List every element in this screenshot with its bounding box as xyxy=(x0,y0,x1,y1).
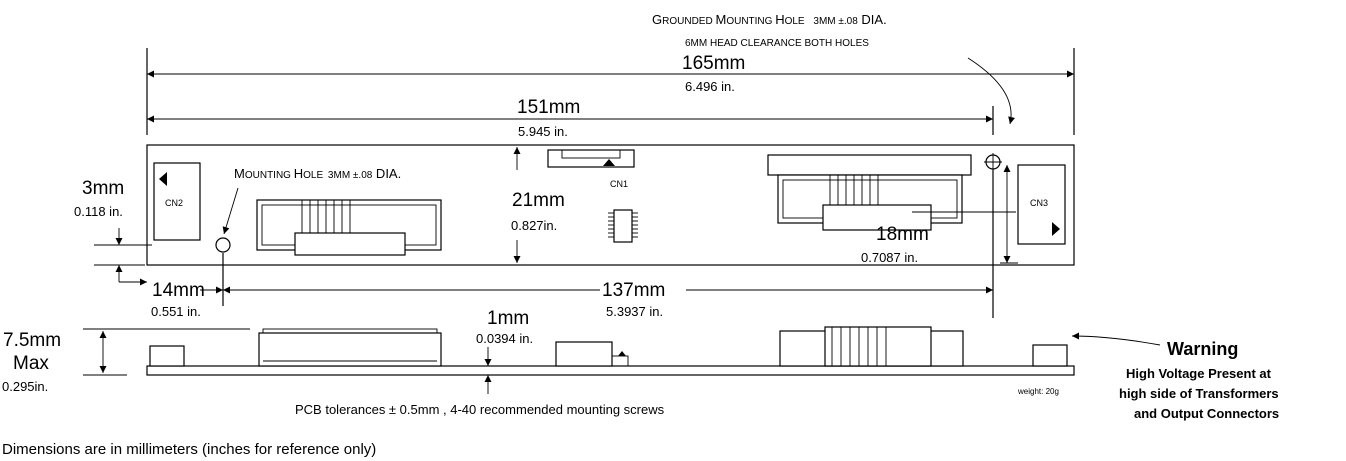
dim-137-mm: 137mm xyxy=(602,280,665,301)
grounded-mounting-hole-icon xyxy=(984,153,1002,171)
mounting-hole-left-icon xyxy=(215,237,231,253)
dim-1-in: 0.0394 in. xyxy=(476,331,533,346)
cn3-side xyxy=(1032,344,1068,367)
dim-151-in: 5.945 in. xyxy=(518,124,568,139)
cn3-label: CN3 xyxy=(1030,198,1048,208)
dim-3-mm: 3mm xyxy=(82,178,124,199)
dim-3-in: 0.118 in. xyxy=(74,204,123,219)
weight-note: weight: 20g xyxy=(1017,387,1059,396)
cn2-label: CN2 xyxy=(165,198,183,208)
dim-151 xyxy=(147,96,994,135)
dim-18 xyxy=(912,165,1018,264)
dim-3 xyxy=(94,228,152,286)
pcb-side-view xyxy=(146,365,1075,376)
tolerances-note: PCB tolerances ± 0.5mm , 4-40 recommende… xyxy=(295,402,665,417)
dim-18-in: 0.7087 in. xyxy=(861,250,918,265)
dim-21-mm: 21mm xyxy=(512,190,565,211)
head-clearance-note: 6MM HEAD CLEARANCE BOTH HOLES xyxy=(685,38,869,49)
units-note: Dimensions are in millimeters (inches fo… xyxy=(2,441,376,458)
transformer-left-top xyxy=(256,199,442,256)
cn2-side xyxy=(149,345,185,367)
transformer-left-side xyxy=(258,328,442,367)
warning-leader xyxy=(1071,332,1161,346)
dim-165-in: 6.496 in. xyxy=(685,79,735,94)
dim-14-137 xyxy=(200,170,994,318)
warning-title: Warning xyxy=(1167,339,1238,359)
cn2-pin1-arrow-icon xyxy=(159,172,167,186)
dim-14-mm: 14mm xyxy=(152,280,205,301)
dim-14-in: 0.551 in. xyxy=(151,304,201,319)
ic-chip xyxy=(608,209,638,243)
dim-137-in: 5.3937 in. xyxy=(606,304,663,319)
grounded-hole-note: GROUNDED MOUNTING HOLE 3MM ±.08 DIA. xyxy=(652,12,887,27)
grounded-hole-leader xyxy=(967,57,1016,125)
dim-75-mm: 7.5mm xyxy=(3,330,61,351)
cn3-pin1-arrow-icon xyxy=(1052,222,1060,236)
transformer-right-side xyxy=(779,326,964,367)
dim-75-in: 0.295in. xyxy=(2,379,48,394)
dim-1 xyxy=(470,347,506,394)
dim-165-mm: 165mm xyxy=(682,53,745,74)
warning-line-3: and Output Connectors xyxy=(1134,406,1279,421)
mounting-hole-note: MOUNTING HOLE 3MM ±.08 DIA. xyxy=(234,166,401,181)
mounting-hole-leader xyxy=(222,187,239,235)
warning-line-2: high side of Transformers xyxy=(1119,386,1279,401)
dim-151-mm: 151mm xyxy=(517,97,580,118)
dim-21-in: 0.827in. xyxy=(511,218,557,233)
transformer-right-top xyxy=(767,154,972,231)
dim-75-max: Max xyxy=(13,353,49,374)
cn1-side xyxy=(555,341,629,367)
warning-line-1: High Voltage Present at xyxy=(1126,366,1272,381)
connector-cn1 xyxy=(547,149,635,168)
connector-cn2 xyxy=(153,162,201,241)
dim-18-mm: 18mm xyxy=(876,224,929,245)
dim-75 xyxy=(83,328,250,376)
dim-165 xyxy=(146,48,1075,135)
dim-1-mm: 1mm xyxy=(487,308,529,329)
cn1-label: CN1 xyxy=(610,179,628,189)
